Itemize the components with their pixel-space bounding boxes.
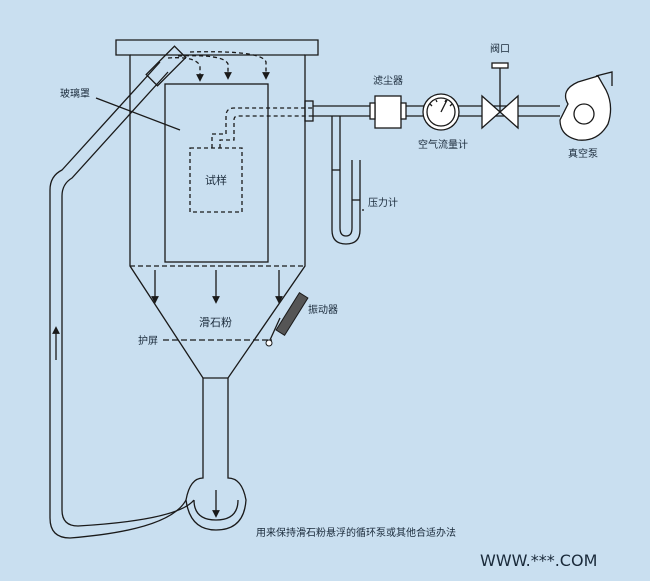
label-talc-powder: 滑石粉 [199,316,232,329]
dust-filter [369,95,407,129]
caption: 用来保持滑石粉悬浮的循环泵或其他合适办法 [256,526,456,539]
sample-tube [211,107,314,148]
glass-cover-leader [95,97,181,131]
label-sample: 试样 [205,173,227,187]
glass-cover [164,83,269,263]
circulation-loop [49,61,247,539]
label-valve: 阀口 [490,42,510,55]
label-air-flowmeter: 空气流量计 [418,138,468,151]
vibrator [265,292,309,347]
talc-flow-arrows [151,270,283,304]
inlet-nozzle [145,45,187,87]
air-flowmeter [422,93,460,131]
vacuum-pump [559,71,613,141]
manometer [331,116,361,245]
watermark: WWW.***.COM [480,551,597,570]
sample-box [189,147,243,213]
top-flow-arrows [167,51,270,82]
label-vibrator: 振动器 [308,303,338,316]
label-manometer: 压力计 [368,196,398,209]
valve [481,62,519,130]
label-dust-filter: 滤尘器 [373,74,403,87]
label-guard-screen: 护屏 [138,334,158,347]
label-vacuum-pump: 真空泵 [568,147,598,160]
label-glass-cover: 玻璃罩 [60,87,90,100]
